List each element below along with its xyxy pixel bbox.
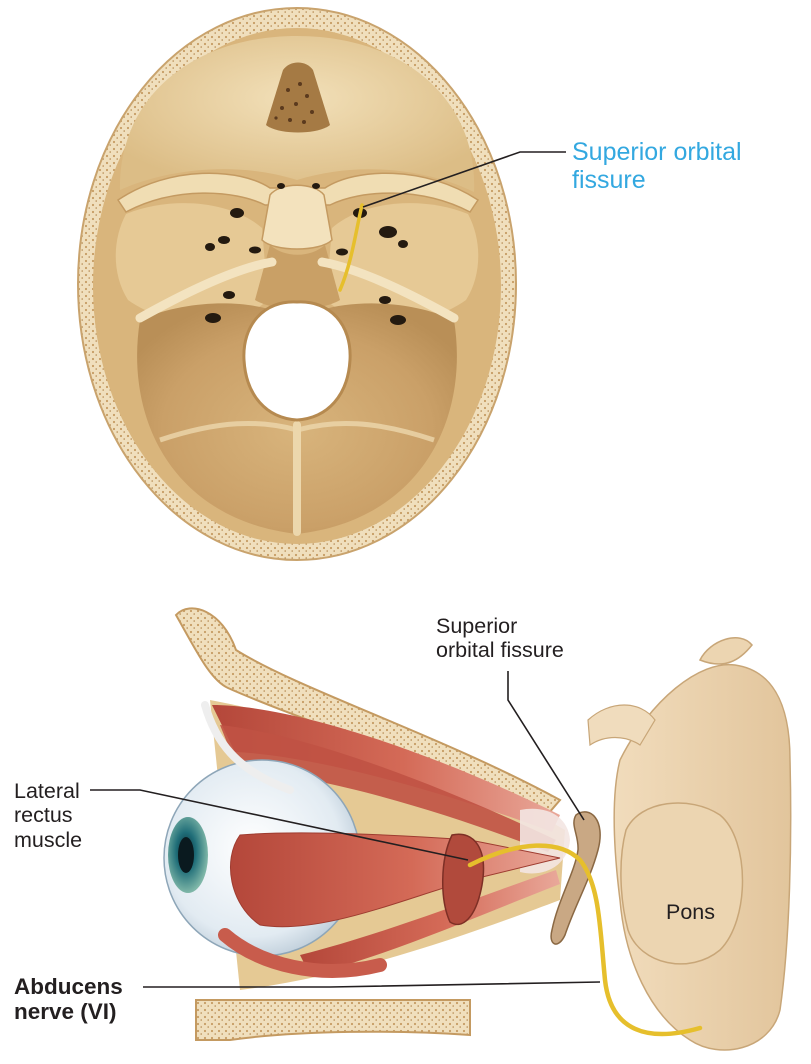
- label-line: Lateral: [14, 779, 82, 803]
- orbital-floor-bone: [196, 1000, 470, 1040]
- label-line: Superior orbital: [572, 138, 742, 166]
- label-line: orbital fissure: [436, 638, 564, 662]
- midbrain: [700, 638, 752, 664]
- label-pons: Pons: [666, 900, 715, 924]
- pupil: [178, 837, 194, 873]
- middle-cranial-fossa-left: [116, 203, 268, 322]
- label-superior-orbital-fissure-top: Superior orbital fissure: [572, 138, 742, 195]
- label-line: nerve (VI): [14, 999, 123, 1024]
- leader-line-abducens: [143, 982, 600, 987]
- label-line: Superior: [436, 614, 564, 638]
- label-line: muscle: [14, 828, 82, 852]
- label-line: Abducens: [14, 974, 123, 999]
- sella-turcica: [262, 185, 332, 249]
- label-lateral-rectus-muscle: Lateral rectus muscle: [14, 779, 82, 852]
- label-line: fissure: [572, 166, 742, 194]
- pons: [621, 803, 743, 964]
- label-abducens-nerve: Abducens nerve (VI): [14, 974, 123, 1025]
- skull-base-illustration: [78, 8, 516, 560]
- label-superior-orbital-fissure-bottom: Superior orbital fissure: [436, 614, 564, 663]
- foramen-magnum: [244, 302, 350, 420]
- label-line: rectus: [14, 803, 82, 827]
